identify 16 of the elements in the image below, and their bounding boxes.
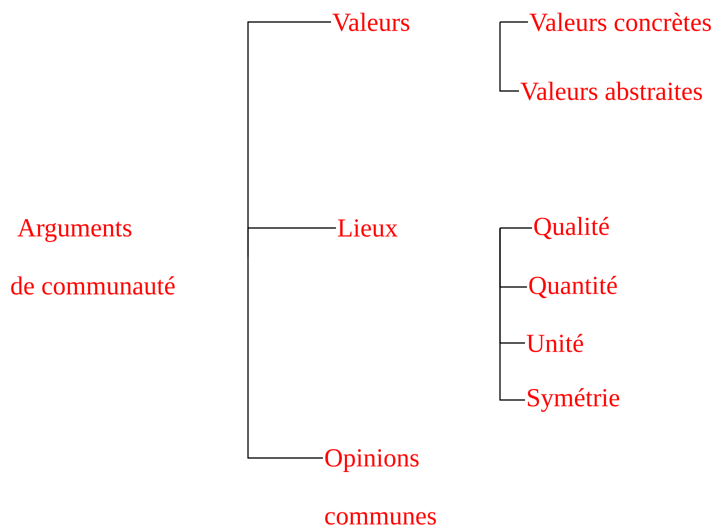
- connector-line: [247, 227, 336, 257]
- concept-label: Valeurs concrètes: [530, 12, 711, 32]
- connector-line: [499, 22, 519, 92]
- concept-label: Valeurs: [332, 12, 410, 32]
- concept-label: Qualité: [534, 216, 609, 240]
- concept-label: Lieux: [338, 219, 398, 237]
- concept-label: Opinions communes: [325, 449, 436, 525]
- concept-label: Symétrie: [528, 388, 620, 412]
- connector-line: [500, 227, 532, 229]
- connector-line: [499, 228, 525, 401]
- concept-label: Valeurs abstraites: [520, 82, 702, 100]
- concept-label: Arguments de communauté: [11, 219, 175, 295]
- concept-label: Unité: [526, 334, 584, 352]
- connector-line: [247, 257, 323, 459]
- connector-line: [500, 21, 528, 23]
- concept-label: Quantité: [529, 276, 617, 298]
